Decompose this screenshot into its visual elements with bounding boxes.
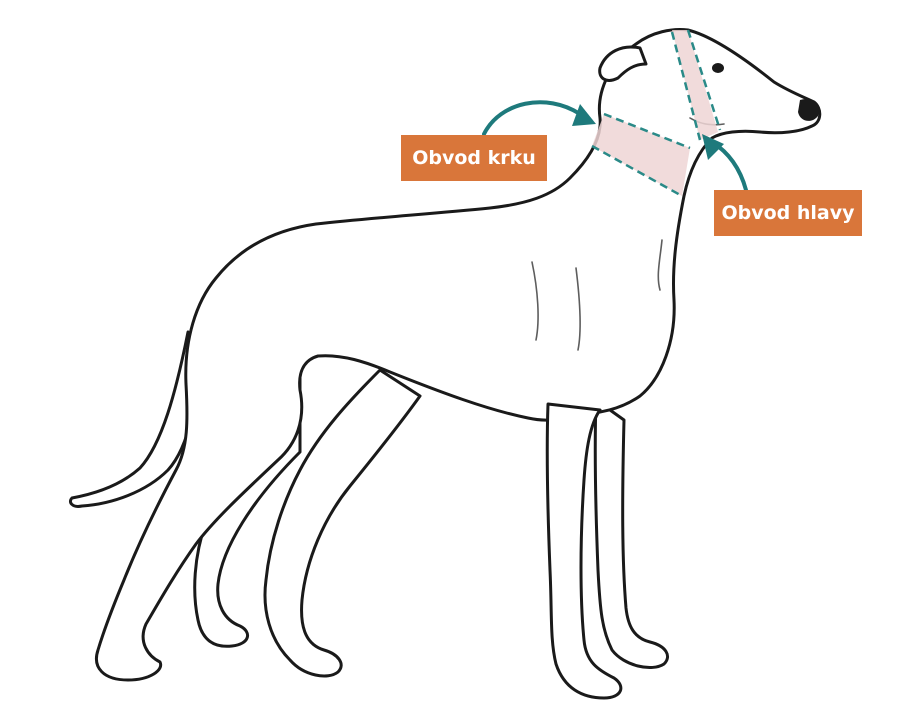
head-band-dash-right <box>686 29 722 131</box>
neck-circumference-band <box>592 114 690 196</box>
neck-arrowhead-icon <box>572 104 596 126</box>
dog-near-hind-leg <box>263 368 422 678</box>
neck-band-dash-bottom <box>591 144 683 198</box>
neck-label-background <box>401 135 547 181</box>
dog-body <box>95 28 822 682</box>
dog-far-front-leg <box>593 398 669 669</box>
neck-band-dash-top <box>603 112 691 150</box>
head-circumference-band <box>672 30 718 140</box>
neck-circumference-label: Obvod krku <box>412 147 536 169</box>
dog-near-front-leg <box>545 402 623 700</box>
dog-nose <box>798 98 819 121</box>
dog-eye <box>712 63 724 73</box>
head-band-dash-left <box>670 31 702 141</box>
dog-rib-line <box>575 267 581 351</box>
head-label-background <box>714 190 862 236</box>
head-arrowhead-icon <box>702 134 724 160</box>
dog-ear <box>598 45 648 82</box>
dog-chest-line <box>657 239 663 291</box>
head-circumference-label: Obvod hlavy <box>721 202 855 224</box>
dog-rib-line <box>531 261 539 341</box>
neck-arrow-icon <box>482 100 582 136</box>
